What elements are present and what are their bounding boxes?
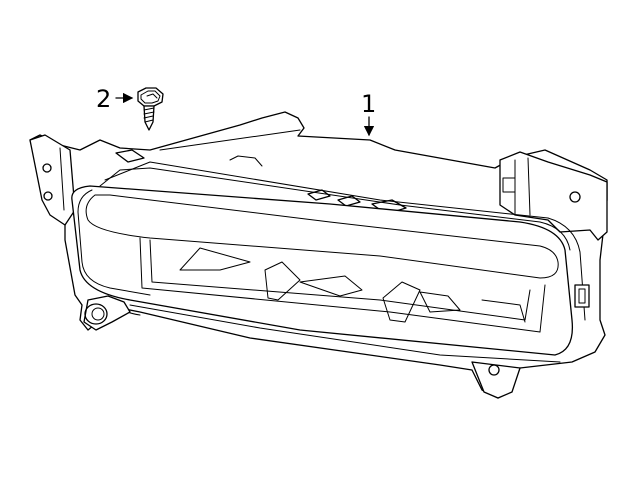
callout-label-1: 1 bbox=[361, 90, 377, 118]
callout-label-2: 2 bbox=[96, 85, 112, 113]
screw-part bbox=[137, 87, 164, 131]
lamp-housing bbox=[29, 111, 608, 399]
